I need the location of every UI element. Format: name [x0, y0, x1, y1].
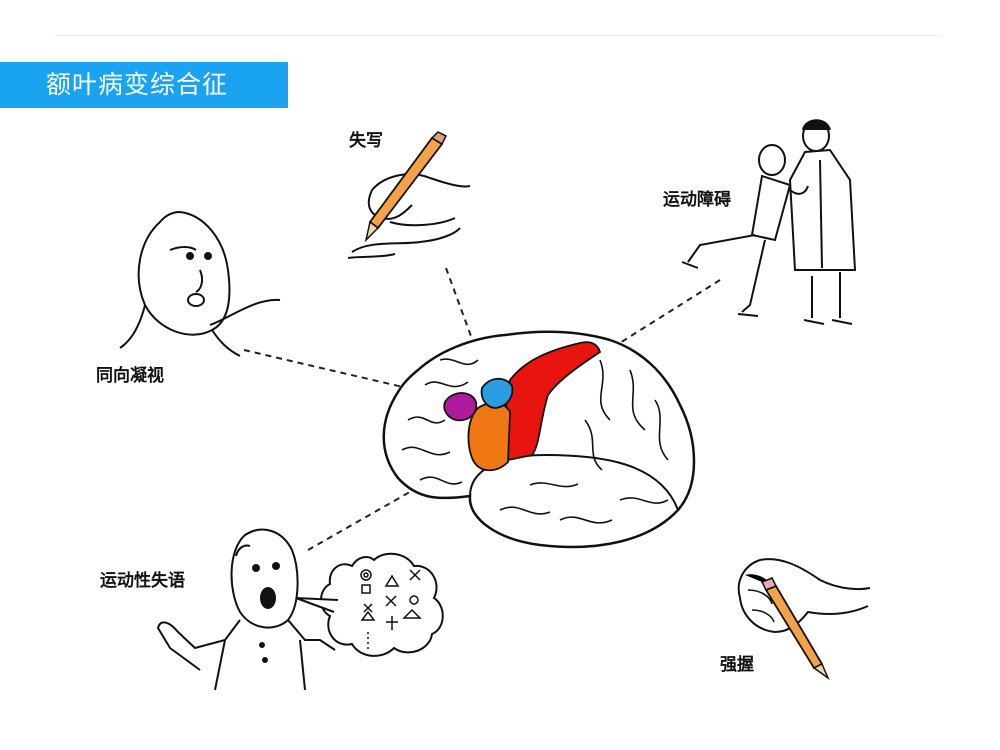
- confused-man-icon: [156, 528, 336, 691]
- speech-bubble-icon: [295, 552, 444, 657]
- label-motor-disorder: 运动障碍: [663, 190, 731, 210]
- label-agraphia: 失写: [349, 131, 383, 151]
- label-forced-grasp: 强握: [720, 655, 754, 675]
- label-motor-aphasia: 运动性失语: [100, 571, 185, 591]
- pencil-icon: [364, 131, 448, 243]
- broca-region: [443, 392, 478, 422]
- brain-icon: [382, 330, 696, 549]
- label-gaze-deviation: 同向凝视: [96, 366, 164, 386]
- staring-face-icon: [119, 210, 281, 357]
- page-title: 额叶病变综合征: [0, 62, 288, 108]
- doctor-patient-icon: [681, 119, 857, 325]
- writing-center-region: [480, 377, 514, 409]
- grasping-hand-icon: [737, 558, 871, 681]
- top-divider: [55, 35, 940, 36]
- connector-motor: [544, 279, 721, 391]
